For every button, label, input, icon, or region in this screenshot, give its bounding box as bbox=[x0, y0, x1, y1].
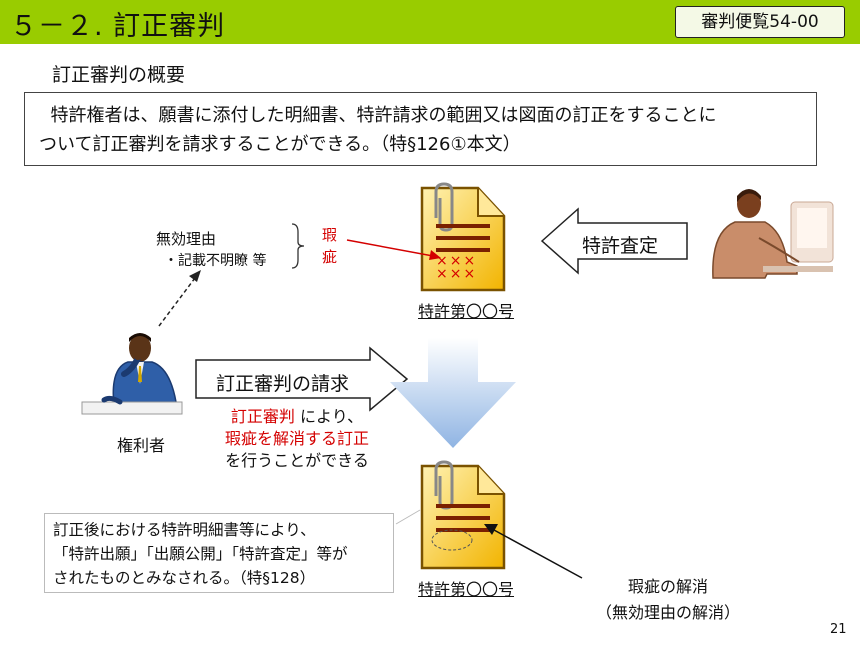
note-line-1: 訂正後における特許明細書等により、 bbox=[53, 521, 316, 539]
explanation-line-1: 訂正審判 により、 bbox=[212, 406, 382, 428]
patent-document-icon-top bbox=[412, 182, 512, 294]
summary-line-2: ついて訂正審判を請求することができる。（特§126①本文） bbox=[39, 134, 521, 155]
defect-char-1: 瑕 bbox=[322, 226, 338, 244]
defect-marks-row-1: ××× bbox=[436, 253, 478, 269]
defect-marks-row-2: ××× bbox=[436, 266, 478, 282]
right-holder-person-icon bbox=[80, 330, 188, 420]
note-connector bbox=[395, 509, 421, 525]
summary-line-1: 特許権者は、願書に添付した明細書、特許請求の範囲又は図面の訂正をすることに bbox=[50, 105, 717, 126]
request-arrow-label: 訂正審判の請求 bbox=[216, 373, 350, 395]
summary-box: 特許権者は、願書に添付した明細書、特許請求の範囲又は図面の訂正をすることに つい… bbox=[24, 92, 817, 166]
note-box: 訂正後における特許明細書等により、 「特許出願」「出願公開」「特許査定」等が さ… bbox=[44, 513, 394, 593]
explanation-line-3: を行うことができる bbox=[225, 451, 369, 470]
patent-label-bottom: 特許第〇〇号 bbox=[418, 580, 515, 599]
note-line-3: されたものとみなされる。（特§128） bbox=[53, 569, 316, 587]
request-arrow bbox=[195, 346, 409, 412]
resolution-text: 瑕疵の解消 （無効理由の解消） bbox=[578, 574, 758, 626]
invalidity-example: ・記載不明瞭 等 bbox=[164, 253, 267, 269]
slide-title: ５－２. 訂正審判 bbox=[10, 11, 226, 42]
defect-pointer-arrow bbox=[346, 239, 441, 260]
patent-document-icon-bottom bbox=[412, 460, 512, 572]
explanation-term: 訂正審判 bbox=[230, 407, 295, 426]
defect-marks: ××× ××× bbox=[436, 253, 478, 282]
explanation-suffix: により、 bbox=[300, 407, 364, 426]
resolution-line-2: （無効理由の解消） bbox=[595, 603, 740, 622]
explanation-line-2: 瑕疵を解消する訂正 bbox=[224, 429, 369, 448]
patent-label-top: 特許第〇〇号 bbox=[418, 302, 515, 321]
defect-label: 瑕 疵 bbox=[322, 224, 337, 268]
down-arrow bbox=[390, 338, 516, 448]
examiner-arrow bbox=[540, 207, 688, 275]
resolution-line-1: 瑕疵の解消 bbox=[627, 577, 708, 596]
examiner-person-icon bbox=[707, 182, 849, 280]
page-number: 21 bbox=[830, 622, 847, 637]
section-heading: 訂正審判の概要 bbox=[52, 64, 186, 86]
invalidity-label: 無効理由 bbox=[156, 230, 217, 248]
right-holder-label: 権利者 bbox=[117, 436, 166, 455]
brace-icon bbox=[291, 223, 305, 269]
examiner-arrow-label: 特許査定 bbox=[582, 235, 659, 257]
note-line-2: 「特許出願」「出願公開」「特許査定」等が bbox=[53, 545, 348, 563]
dashed-arrow bbox=[158, 270, 201, 327]
defect-char-2: 疵 bbox=[322, 248, 338, 266]
resolution-arrow bbox=[484, 524, 583, 579]
correction-explanation: 訂正審判 により、 瑕疵を解消する訂正 を行うことができる bbox=[212, 406, 382, 472]
reference-badge: 審判便覧54-00 bbox=[675, 6, 845, 38]
